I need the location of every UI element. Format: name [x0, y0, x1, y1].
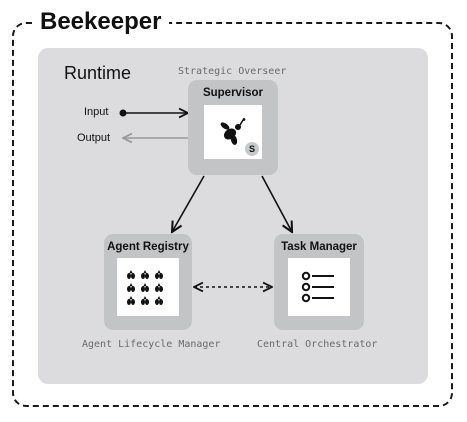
registry-icon-box	[117, 258, 179, 316]
input-dot	[119, 109, 127, 117]
bee-grid-icon	[127, 270, 163, 305]
bee-icon	[220, 118, 246, 145]
registry-title: Agent Registry	[107, 241, 189, 253]
registry-caption: Agent Lifecycle Manager	[82, 339, 221, 350]
runtime-title: Runtime	[64, 63, 132, 83]
supervisor-node[interactable]: Supervisor S	[188, 80, 278, 175]
beekeeper-frame	[12, 22, 453, 407]
output-label: Output	[77, 132, 111, 144]
supervisor-icon-box: S	[204, 105, 262, 159]
registry-node[interactable]: Agent Registry	[104, 234, 192, 330]
taskmanager-title: Task Manager	[281, 241, 357, 253]
input-label: Input	[84, 106, 109, 118]
taskmanager-icon-box	[288, 258, 350, 316]
supervisor-to-registry-arrow	[172, 175, 205, 232]
supervisor-to-taskmanager-arrow	[261, 175, 292, 232]
frame-title: Beekeeper	[32, 8, 170, 36]
supervisor-title: Supervisor	[202, 87, 264, 99]
checklist-icon	[301, 271, 334, 303]
supervisor-badge: S	[245, 142, 259, 156]
taskmanager-node[interactable]: Task Manager	[274, 234, 364, 330]
taskmanager-caption: Central Orchestrator	[257, 339, 378, 350]
supervisor-caption: Strategic Overseer	[178, 66, 287, 77]
